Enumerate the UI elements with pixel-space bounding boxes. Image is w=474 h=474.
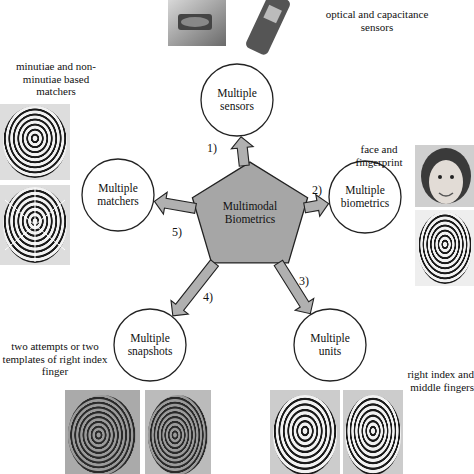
annotation-text: optical and capacitance sensors [318, 8, 436, 33]
fingerprint-frame [0, 185, 70, 265]
node-label: Multiple matchers [81, 182, 155, 208]
optical-sensor-photo [168, 0, 226, 46]
fingerprint [273, 395, 337, 474]
fingerprint [418, 212, 472, 284]
face-eye [450, 175, 454, 179]
annotation-text: right index and middle fingers [378, 368, 474, 393]
node-body: Multiple biometrics [328, 160, 402, 234]
face-skin [429, 160, 463, 204]
fingerprint-frame [270, 390, 340, 474]
block-arrow [231, 137, 253, 166]
callout-number: 2) [312, 184, 322, 197]
circle-shape [201, 64, 273, 136]
sensor-window [178, 14, 212, 30]
node-label: Multimodal Biometrics [190, 200, 310, 226]
fingerprint-frame [145, 390, 211, 474]
annotation-text: two attempts or two templates of right i… [0, 340, 112, 378]
face-hair [421, 148, 471, 204]
node-label: Multiple biometrics [328, 184, 402, 210]
face-mouth [439, 193, 453, 196]
fingerprint-frame [343, 390, 403, 474]
callout-number: 1) [207, 142, 217, 155]
capacitance-device [244, 0, 291, 56]
fingerprint [3, 106, 67, 178]
capacitance-pad [263, 5, 282, 24]
minutiae-line [35, 188, 36, 225]
hub-pentagon: Multimodal Biometrics [190, 160, 310, 265]
block-arrow [274, 260, 314, 313]
capacitance-sensor-photo [244, 0, 291, 56]
fingerprint [148, 395, 208, 474]
fingerprint-frame [0, 104, 70, 180]
callout-number: 4) [203, 291, 213, 304]
node-body: Multiple units [293, 308, 367, 382]
node-label: Multiple sensors [200, 87, 274, 113]
node-body: Multiple snapshots [113, 308, 187, 382]
fingerprint-frame [415, 210, 474, 286]
block-arrow [171, 260, 218, 316]
minutiae-line [35, 200, 65, 225]
face-eye [438, 175, 442, 179]
node-body: Multiple sensors [200, 63, 274, 137]
sensor-photos [168, 0, 292, 56]
node-body: Multimodal Biometrics [190, 160, 310, 265]
node-body: Multiple matchers [81, 158, 155, 232]
face-photo-frame [415, 145, 474, 207]
node-label: Multiple snapshots [113, 332, 187, 358]
circle-shape [294, 309, 366, 381]
minutiae-line [35, 225, 65, 250]
minutiae-line [5, 200, 35, 225]
block-arrow [154, 192, 196, 214]
node-label: Multiple units [293, 332, 367, 358]
fingerprint-images [0, 104, 474, 474]
circle-shape [114, 309, 186, 381]
category-circle: Multiple biometrics [328, 160, 402, 234]
category-circle: Multiple matchers [81, 158, 155, 232]
minutiae-line [5, 225, 35, 250]
minutiae-lines [5, 188, 65, 262]
sensor-finger [181, 17, 209, 27]
block-arrow [304, 195, 329, 217]
minutiae-line [35, 225, 36, 262]
face-photo [415, 145, 474, 207]
fingerprint [3, 187, 67, 263]
fingerprint [68, 395, 136, 474]
category-circle: Multiple units [293, 308, 367, 382]
circle-shape [329, 161, 401, 233]
callout-number: 3) [299, 275, 309, 288]
fingerprint-frame [65, 390, 140, 474]
circle-shape [82, 159, 154, 231]
callout-number: 5) [172, 226, 182, 239]
fingerprint [345, 395, 401, 474]
category-circle: Multiple sensors [200, 63, 274, 137]
annotation-text: face and fingerprint [343, 143, 415, 168]
annotation-text: minutiae and non-minutiae based matchers [4, 60, 108, 98]
category-circle: Multiple snapshots [113, 308, 187, 382]
